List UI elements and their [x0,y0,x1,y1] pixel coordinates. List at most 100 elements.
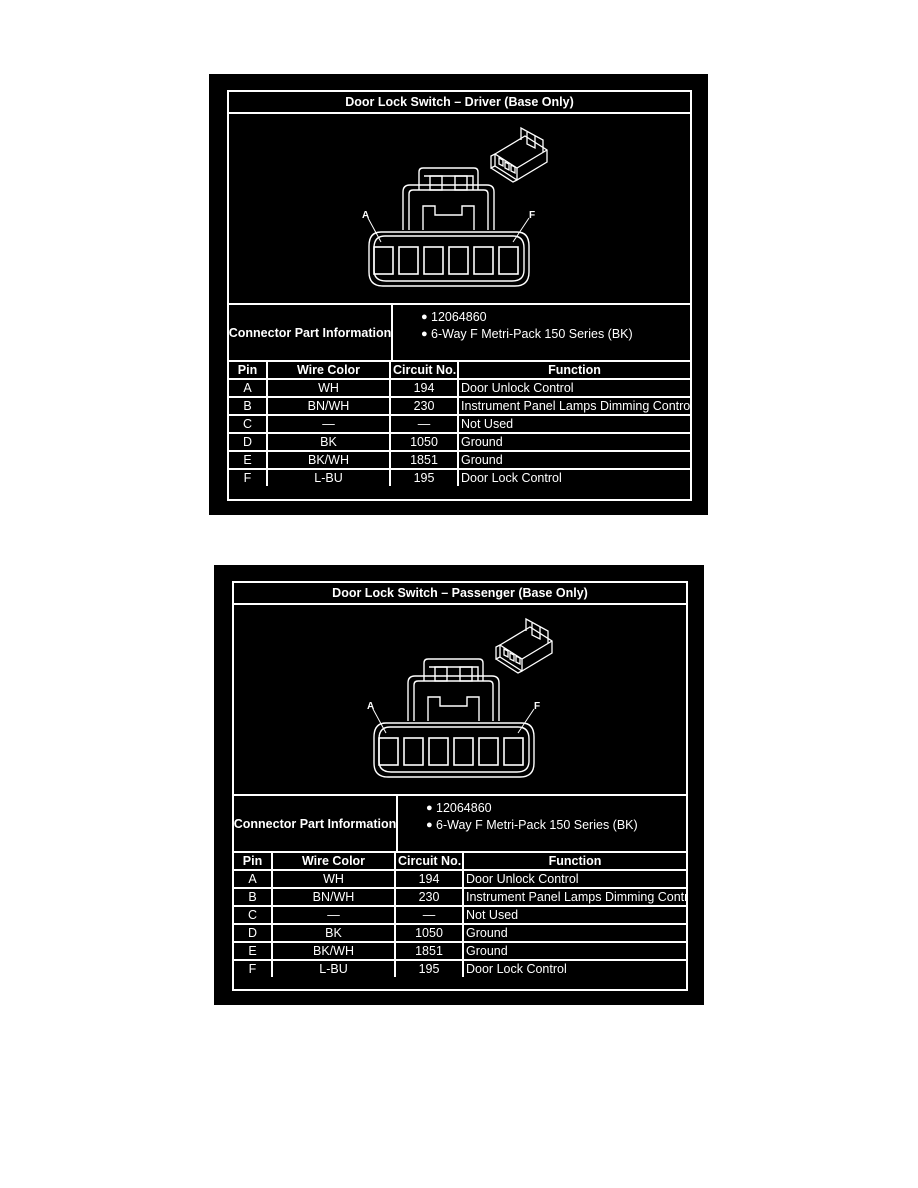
pin-table-header: Pin Wire Color Circuit No. Function [234,853,686,871]
wire-color-cell: — [271,905,396,925]
function-cell: Not Used [457,414,690,434]
part-info-list: ● 12064860 ● 6-Way F Metri-Pack 150 Seri… [398,796,686,851]
connector-face-icon [367,126,548,287]
wire-color-cell: WH [266,378,391,398]
connector-perspective-icon [490,126,548,183]
function-cell: Instrument Panel Lamps Dimming Control [457,396,690,416]
connector-part-info-label: Connector Part Information [234,796,398,851]
function-cell: Door Lock Control [462,959,686,977]
wire-color-cell: — [266,414,391,434]
wire-color-cell: BN/WH [271,887,396,907]
bullet-icon: ● [421,311,428,323]
part-info-list: ● 12064860 ● 6-Way F Metri-Pack 150 Seri… [393,305,690,360]
part-description: ● 6-Way F Metri-Pack 150 Series (BK) [398,817,686,834]
pin-table-header: Pin Wire Color Circuit No. Function [229,362,690,380]
wire-color-cell: BK [266,432,391,452]
function-cell: Not Used [462,905,686,925]
pin-cell: B [229,396,268,416]
circuit-cell: — [394,905,464,925]
bullet-icon: ● [426,819,433,831]
bullet-icon: ● [421,328,428,340]
pin-label-f: F [534,701,541,712]
header-wire-color: Wire Color [266,362,391,380]
part-description: ● 6-Way F Metri-Pack 150 Series (BK) [393,326,690,343]
wire-color-cell: BK/WH [271,941,396,961]
function-cell: Door Unlock Control [462,869,686,889]
connector-table-frame: Door Lock Switch – Passenger (Base Only) [232,581,688,991]
function-cell: Instrument Panel Lamps Dimming Control [462,887,686,907]
header-pin: Pin [234,853,273,871]
circuit-cell: 195 [389,468,459,486]
pin-cell: A [229,378,268,398]
part-description-text: 6-Way F Metri-Pack 150 Series (BK) [431,327,633,341]
header-function: Function [462,853,686,871]
connector-diagram: A F [234,605,686,796]
pin-label-a: A [367,701,375,712]
pin-cell: C [229,414,268,434]
function-cell: Ground [457,432,690,452]
pin-cell: F [229,468,268,486]
circuit-cell: 194 [394,869,464,889]
wire-color-cell: WH [271,869,396,889]
pin-cell: C [234,905,273,925]
circuit-cell: 1851 [389,450,459,470]
pin-cell: A [234,869,273,889]
pin-cell: B [234,887,273,907]
pin-label-a: A [362,210,370,221]
connector-diagram: A F [229,114,690,305]
function-cell: Ground [462,941,686,961]
wire-color-cell: BK/WH [266,450,391,470]
part-number: ● 12064860 [393,309,690,326]
part-description-text: 6-Way F Metri-Pack 150 Series (BK) [436,818,638,832]
circuit-cell: 194 [389,378,459,398]
pin-cell: E [229,450,268,470]
circuit-cell: — [389,414,459,434]
circuit-cell: 1851 [394,941,464,961]
wire-color-cell: BK [271,923,396,943]
bullet-icon: ● [426,802,433,814]
connector-title: Door Lock Switch – Passenger (Base Only) [234,583,686,605]
connector-part-info: Connector Part Information ● 12064860 ● … [229,305,690,362]
header-pin: Pin [229,362,268,380]
connector-face-icon [372,617,553,778]
table-row: C——Not Used [229,414,690,434]
pin-label-f: F [529,210,536,221]
wire-color-cell: L-BU [271,959,396,977]
connector-title: Door Lock Switch – Driver (Base Only) [229,92,690,114]
circuit-cell: 195 [394,959,464,977]
pin-cell: F [234,959,273,977]
header-circuit-no: Circuit No. [389,362,459,380]
connector-perspective-icon [495,617,553,674]
wire-color-cell: L-BU [266,468,391,486]
pin-cell: D [229,432,268,452]
part-number: ● 12064860 [398,800,686,817]
driver-connector-panel: Door Lock Switch – Driver (Base Only) [209,74,708,515]
connector-part-info-label: Connector Part Information [229,305,393,360]
circuit-cell: 1050 [394,923,464,943]
header-wire-color: Wire Color [271,853,396,871]
function-cell: Ground [457,450,690,470]
pin-cell: D [234,923,273,943]
connector-part-info: Connector Part Information ● 12064860 ● … [234,796,686,853]
table-row: C——Not Used [234,905,686,925]
wire-color-cell: BN/WH [266,396,391,416]
function-cell: Door Lock Control [457,468,690,486]
passenger-connector-panel: Door Lock Switch – Passenger (Base Only) [214,565,704,1005]
connector-table-frame: Door Lock Switch – Driver (Base Only) [227,90,692,501]
circuit-cell: 1050 [389,432,459,452]
part-number-text: 12064860 [436,801,492,815]
function-cell: Door Unlock Control [457,378,690,398]
circuit-cell: 230 [394,887,464,907]
part-number-text: 12064860 [431,310,487,324]
